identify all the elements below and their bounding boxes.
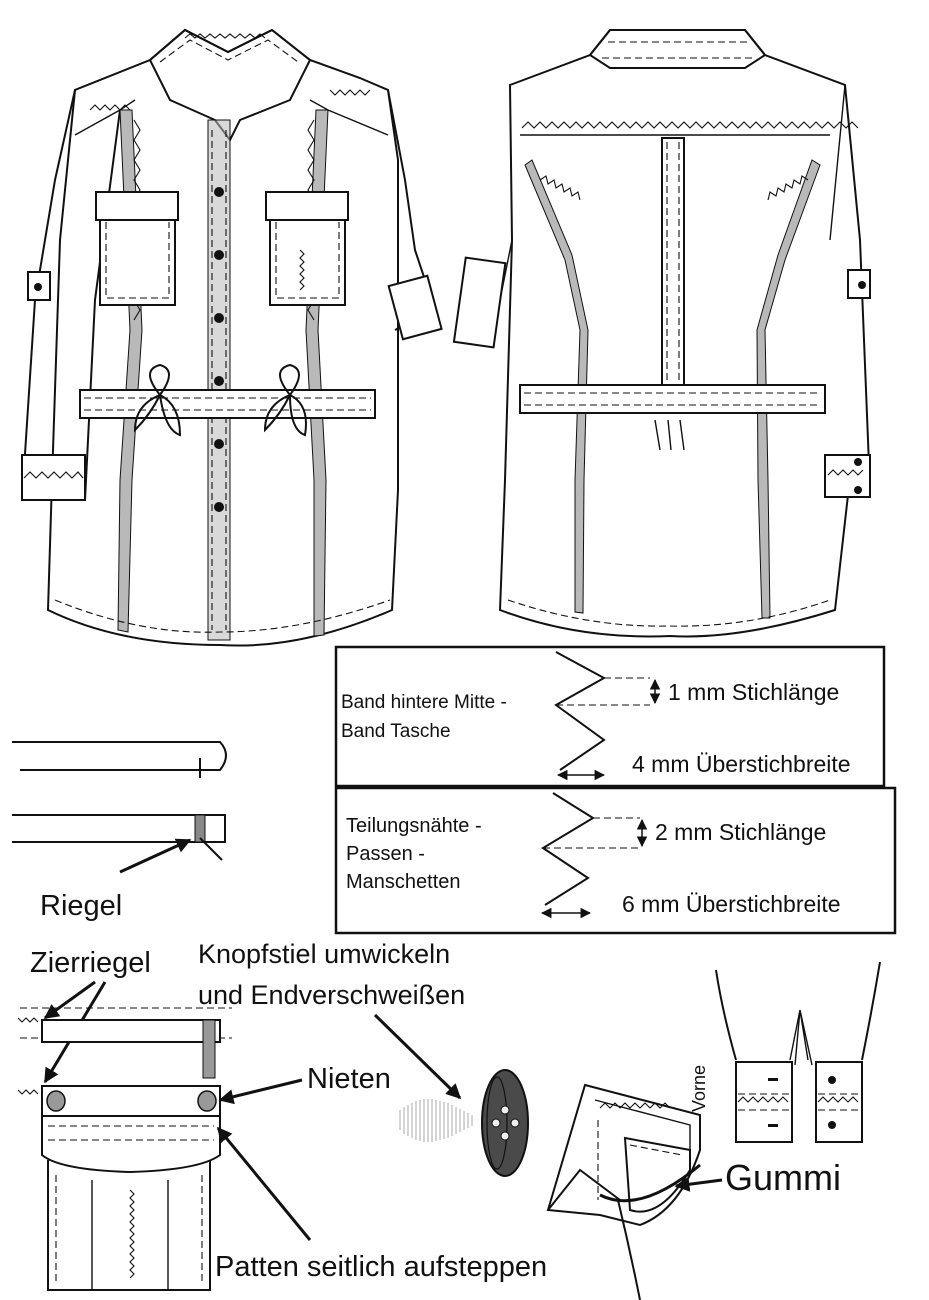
- sleeve-outline: [715, 961, 881, 1061]
- legend-2-name-line3: Manschetten: [346, 871, 461, 893]
- riegel-label: Riegel: [40, 890, 122, 922]
- legend-box-2-frame: [334, 786, 897, 935]
- cuff-right: [815, 1061, 863, 1143]
- shirt-front-view: [20, 28, 443, 647]
- legend-2-stitch-length: 2 mm Stichlänge: [655, 819, 826, 845]
- pocket-flap-band: [41, 1085, 221, 1117]
- pocket-flap: [41, 1116, 221, 1174]
- riegel-strap-bottom: [12, 814, 226, 843]
- legend-1-stitch-length: 1 mm Stichlänge: [668, 679, 839, 705]
- riegel-detail: Riegel: [12, 741, 227, 922]
- zierriegel-label: Zierriegel: [30, 947, 151, 979]
- legend-2-name-line1: Teilungsnähte -: [346, 815, 482, 837]
- thread-shank: [399, 1099, 473, 1142]
- legend-2-overstitch-width: 6 mm Überstichbreite: [622, 891, 841, 917]
- legend-box-1-frame: [334, 645, 886, 788]
- sleeve-cuff-detail: Vorne: [689, 961, 881, 1143]
- knopfstiel-label-line1: Knopfstiel umwickeln: [198, 939, 450, 969]
- riegel-strap-top: [12, 741, 227, 771]
- pocket-detail: Zierriegel Nieten Patten seitlich aufste…: [17, 947, 547, 1291]
- elastic-band: [599, 1163, 701, 1203]
- collar-outer: [546, 1083, 701, 1227]
- stitch-legend-box-1: Band hintere Mitte - Band Tasche 1 mm St…: [334, 645, 886, 788]
- collar-inner: [623, 1136, 691, 1213]
- button: [481, 1069, 529, 1177]
- legend-1-overstitch-width: 4 mm Überstichbreite: [632, 751, 851, 777]
- patten-label: Patten seitlich aufsteppen: [215, 1251, 547, 1283]
- gummi-label: Gummi: [725, 1157, 841, 1198]
- cuff-left: [735, 1061, 793, 1143]
- collar-neckline: [547, 1168, 641, 1300]
- cuff-button-bottom: [828, 1121, 836, 1129]
- legend-2-name-line2: Passen -: [346, 843, 425, 865]
- rivet-left: [46, 1090, 66, 1112]
- stitch-legend-box-2: Teilungsnähte - Passen - Manschetten 2 m…: [334, 786, 897, 935]
- cuff-button-top: [828, 1076, 836, 1084]
- nieten-label: Nieten: [307, 1063, 391, 1095]
- pocket-body: [47, 1160, 211, 1291]
- shirt-back-view: [452, 29, 872, 638]
- legend-1-name-line2: Band Tasche: [341, 721, 451, 742]
- button-detail: Knopfstiel umwickeln und Endverschweißen: [198, 939, 529, 1177]
- knopfstiel-label-line2: und Endverschweißen: [198, 980, 465, 1010]
- collar-detail: Gummi: [546, 1083, 841, 1300]
- vorne-label: Vorne: [689, 1065, 709, 1112]
- legend-1-name-line1: Band hintere Mitte -: [341, 692, 507, 713]
- deco-bar-top: [41, 1019, 221, 1043]
- rivet-right: [197, 1090, 217, 1112]
